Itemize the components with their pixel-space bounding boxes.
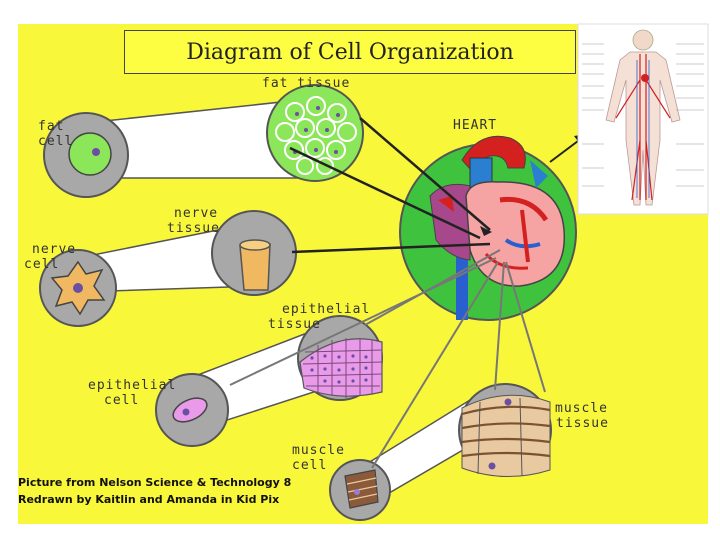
label-fat-tissue: fat tissue [262, 76, 351, 91]
arrows [289, 117, 491, 254]
label-nerve-tissue-1: nerve [174, 206, 219, 221]
label-fat-cell-2: cell [38, 134, 74, 149]
label-epithelial-cell-1: epithelial [88, 378, 177, 393]
fat-tissue-circle [266, 84, 364, 182]
label-nerve-tissue-2: tissue [167, 221, 220, 236]
arrow-head-1 [480, 226, 492, 236]
epithelial-tissue-circle [297, 315, 383, 401]
label-epithelial-tissue-1: epithelial [282, 302, 371, 317]
diagram-title: Diagram of Cell Organization [124, 30, 576, 74]
muscle-cell-circle [329, 459, 391, 521]
nerve-cell-circle [39, 249, 117, 327]
label-fat-cell-1: fat [38, 119, 65, 134]
circulatory-inset [577, 23, 709, 215]
nerve-tissue-circle [211, 210, 297, 296]
label-muscle-cell-1: muscle [292, 443, 345, 458]
credit-redrawn: Redrawn by Kaitlin and Amanda in Kid Pix [18, 493, 280, 506]
label-muscle-tissue-2: tissue [556, 416, 609, 431]
fat-cell-circle [43, 112, 129, 198]
vena-cava [456, 240, 468, 320]
label-epithelial-cell-2: cell [104, 393, 140, 408]
epithelial-cell-circle [155, 373, 229, 447]
label-heart: HEART [453, 118, 498, 133]
muscle-tissue-circle [458, 383, 552, 477]
credit-source: Picture from Nelson Science & Technology… [18, 476, 292, 489]
label-muscle-cell-2: cell [292, 458, 328, 473]
label-epithelial-tissue-2: tissue [268, 317, 321, 332]
label-nerve-cell-1: nerve [32, 242, 77, 257]
connector-lines [229, 249, 546, 469]
label-nerve-cell-2: cell [24, 257, 60, 272]
label-muscle-tissue-1: muscle [555, 401, 608, 416]
